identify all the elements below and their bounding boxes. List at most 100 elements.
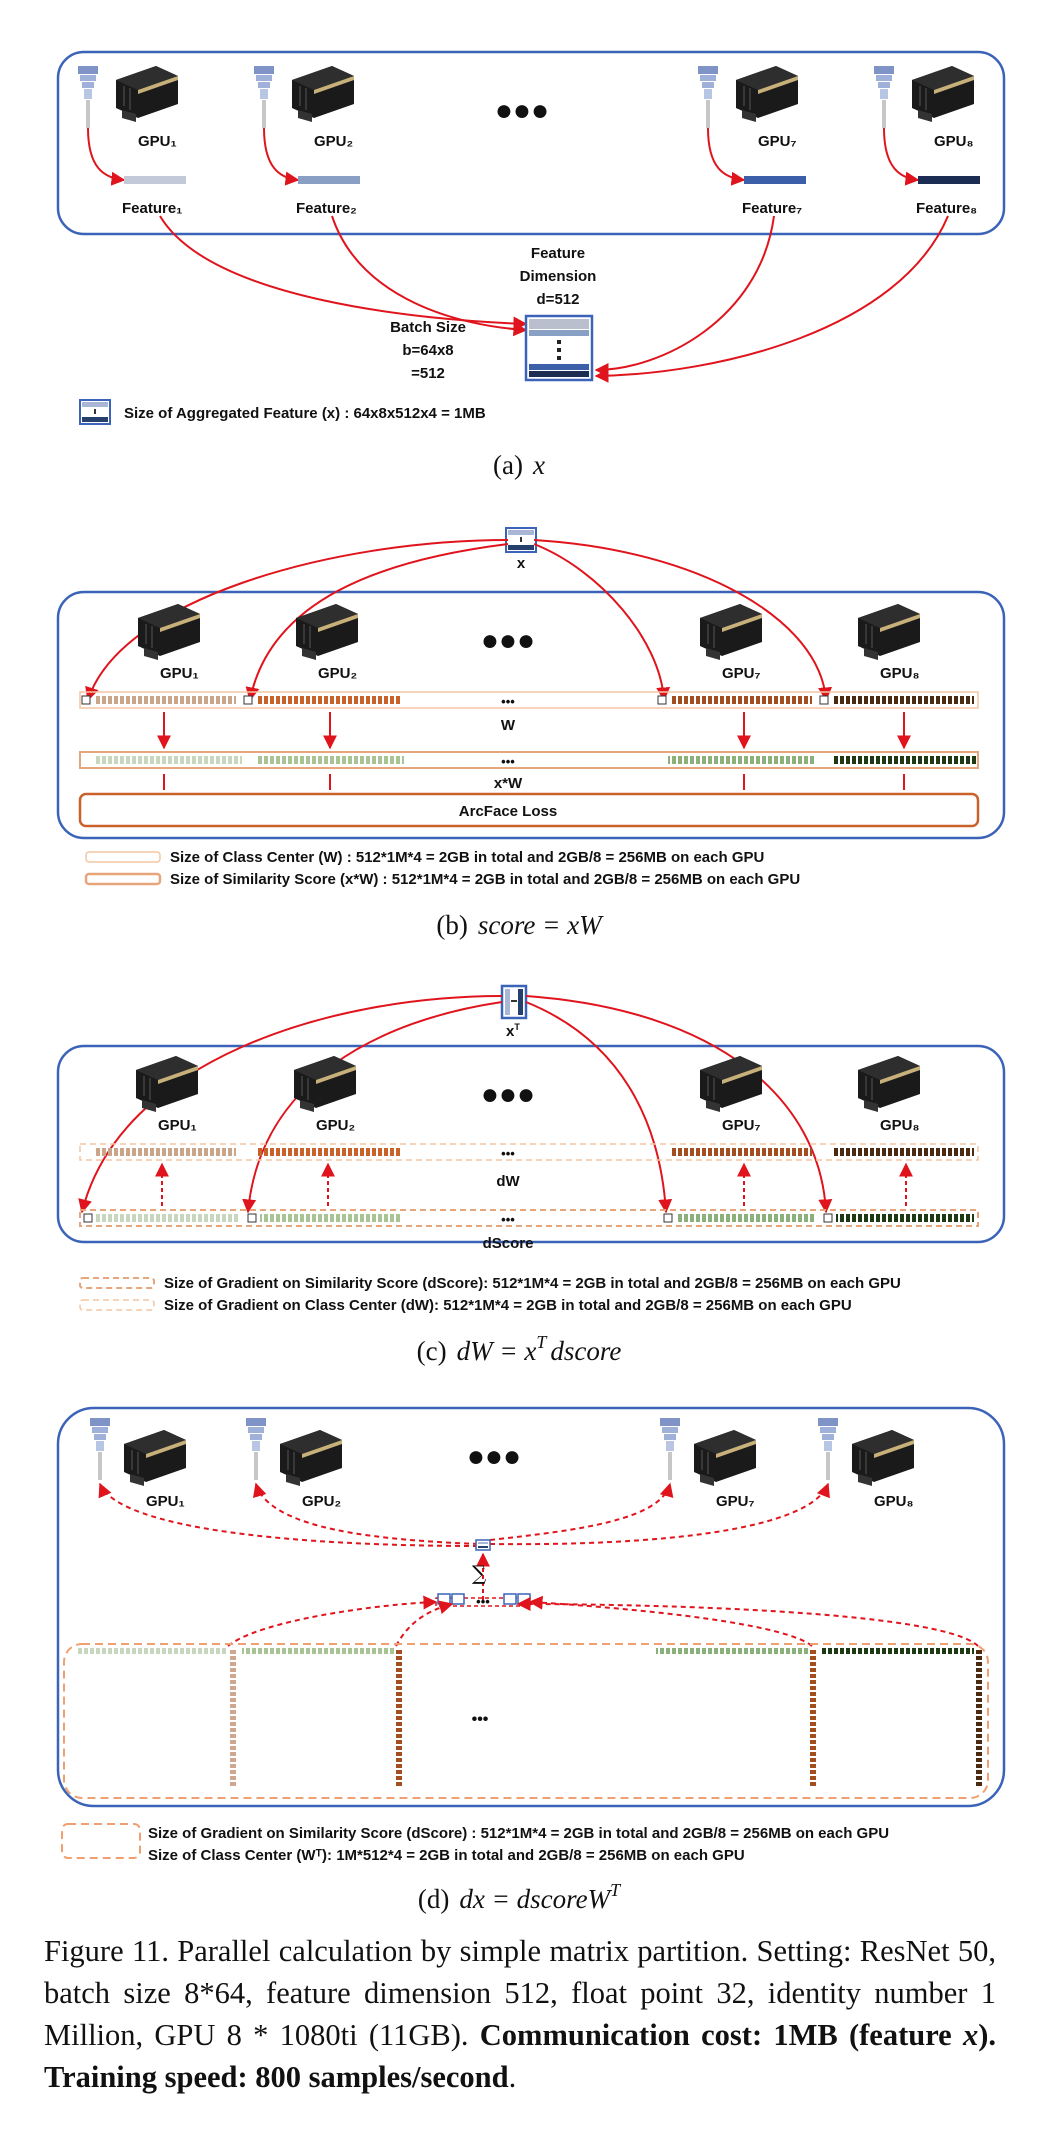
legend-dw-swatch xyxy=(79,1299,155,1311)
legend-class-center-transposed: Size of Class Center (Wᵀ): 1M*512*4 = 2G… xyxy=(148,1847,745,1864)
gpu-7-icon xyxy=(660,1418,757,1487)
arcface-loss-box xyxy=(78,792,980,828)
dscore-and-wt-matrix: ••• xyxy=(63,1643,989,1799)
feature-bar-2 xyxy=(298,176,360,184)
gpu-8-icon xyxy=(857,603,921,661)
subcaption-b: (b)score = xW xyxy=(436,910,604,940)
feature-dimension-label: Dimension xyxy=(520,268,597,285)
gpu-2-icon xyxy=(293,1055,357,1113)
gpu-label: GPU₁ xyxy=(158,1117,197,1134)
svg-text:•••: ••• xyxy=(501,1146,515,1161)
aggregated-feature-icon xyxy=(79,399,111,425)
feature-label: Feature₂ xyxy=(296,200,357,217)
dw-label: dW xyxy=(496,1173,520,1190)
legend-similarity-score: Size of Similarity Score (x*W) : 512*1M*… xyxy=(170,871,800,888)
gpu-label: GPU₇ xyxy=(716,1493,755,1510)
class-center-w-row: ••• xyxy=(79,691,979,709)
gpu-1-icon xyxy=(78,65,179,128)
caption-text-end: . xyxy=(508,2060,517,2094)
xt-label: xT xyxy=(506,1022,520,1040)
gpu-1-icon xyxy=(137,603,201,661)
gpu-label: GPU₁ xyxy=(138,133,177,150)
gpu-cluster-frame xyxy=(56,1406,1006,1808)
gpu-label: GPU₂ xyxy=(318,665,357,682)
gpu-8-icon xyxy=(857,1055,921,1113)
gpu-label: GPU₁ xyxy=(146,1493,185,1510)
aggregated-feature-matrix xyxy=(524,314,594,382)
ellipsis-dots: ●●● xyxy=(481,1078,535,1111)
gpu-cluster-frame xyxy=(56,590,1006,840)
ellipsis-dots: ●●● xyxy=(495,94,549,127)
gradient-dw-row: ••• xyxy=(79,1143,979,1161)
gpu-label: GPU₈ xyxy=(880,665,920,682)
panel-a: GPU₁ GPU₂ GPU₇ GPU₈ ●●● Feature₁ Feature… xyxy=(56,50,1006,480)
gpu-cluster-frame xyxy=(56,1044,1006,1244)
gpu-8-icon xyxy=(874,65,975,128)
panel-d: GPU₁ GPU₂ GPU₇ GPU₈ ●●● ∑ ••• xyxy=(56,1406,1006,1914)
similarity-score-row: ••• xyxy=(79,751,979,769)
gpu-label: GPU₂ xyxy=(314,133,353,150)
panel-c: xT GPU₁ GPU₂ GPU₇ GPU₈ ●●● ••• dW xyxy=(56,984,1006,1366)
subcaption-a: (a)x xyxy=(493,450,545,480)
gpu-label: GPU₇ xyxy=(758,133,797,150)
feature-dimension-value: d=512 xyxy=(537,291,580,308)
legend-xw-swatch xyxy=(84,872,162,886)
svg-text:•••: ••• xyxy=(501,1212,515,1227)
legend-gradient-center: Size of Gradient on Class Center (dW): 5… xyxy=(164,1297,852,1314)
sum-symbol: ∑ xyxy=(472,1561,487,1585)
ellipsis-dots: ●●● xyxy=(481,624,535,657)
subcaption-d: (d)dx = dscoreWT xyxy=(418,1880,622,1914)
gpu-label: GPU₇ xyxy=(722,665,761,682)
x-vector-icon xyxy=(505,527,537,553)
gpu-label: GPU₇ xyxy=(722,1117,761,1134)
feature-dimension-label: Feature xyxy=(531,245,585,262)
w-label: W xyxy=(501,717,516,734)
gpu-7-icon xyxy=(699,1055,763,1113)
dscore-label: dScore xyxy=(483,1235,534,1252)
svg-text:•••: ••• xyxy=(501,754,515,769)
caption-bold-text: Communication cost: 1MB (feature x). Tra… xyxy=(44,2018,997,2094)
gpu-label: GPU₈ xyxy=(874,1493,914,1510)
feature-label: Feature₈ xyxy=(916,200,977,217)
batch-size-value: =512 xyxy=(411,365,445,382)
gpu-label: GPU₂ xyxy=(302,1493,341,1510)
gpu-label: GPU₁ xyxy=(160,665,199,682)
caption-text: Figure 11. Parallel calculation by simpl… xyxy=(44,1934,996,2052)
batch-size-value: b=64x8 xyxy=(402,342,453,359)
figure-caption: Figure 11. Parallel calculation by simpl… xyxy=(44,1930,996,2098)
legend-dscore-wt-swatch xyxy=(61,1823,141,1859)
gradient-dscore-row: ••• xyxy=(79,1209,979,1227)
arcface-loss-label: ArcFace Loss xyxy=(459,803,557,820)
gpu-8-icon xyxy=(818,1418,915,1487)
aggregated-gradient-icon xyxy=(475,1539,491,1551)
xt-vector-icon xyxy=(500,984,528,1020)
xw-label: x*W xyxy=(494,775,523,792)
svg-text:•••: ••• xyxy=(501,694,515,709)
feature-bar-8 xyxy=(918,176,980,184)
x-label: x xyxy=(517,555,526,572)
legend-gradient-score: Size of Gradient on Similarity Score (dS… xyxy=(164,1275,901,1292)
gpu-7-icon xyxy=(698,65,799,128)
batch-size-label: Batch Size xyxy=(390,319,466,336)
partial-gradient-group: ••• xyxy=(435,1593,531,1609)
gpu-7-icon xyxy=(699,603,763,661)
gpu-2-icon xyxy=(246,1418,343,1487)
gpu-cluster-frame xyxy=(56,50,1006,236)
gpu-1-icon xyxy=(135,1055,199,1113)
feature-bar-1 xyxy=(124,176,186,184)
legend-class-center: Size of Class Center (W) : 512*1M*4 = 2G… xyxy=(170,849,764,866)
svg-text:•••: ••• xyxy=(472,1711,489,1728)
gpu-label: GPU₂ xyxy=(316,1117,355,1134)
legend-dscore-swatch xyxy=(79,1277,155,1289)
feature-bar-7 xyxy=(744,176,806,184)
gpu-1-icon xyxy=(90,1418,187,1487)
gpu-2-icon xyxy=(254,65,355,128)
gpu-label: GPU₈ xyxy=(880,1117,920,1134)
feature-label: Feature₁ xyxy=(122,200,182,217)
legend-w-swatch xyxy=(85,851,161,863)
ellipsis-dots: ●●● xyxy=(467,1440,521,1473)
legend-gradient-score: Size of Gradient on Similarity Score (dS… xyxy=(148,1825,889,1842)
panel-b: x GPU₁ GPU₂ GPU₇ GPU₈ ●●● ••• W xyxy=(56,527,1006,940)
svg-text:•••: ••• xyxy=(476,1594,490,1609)
